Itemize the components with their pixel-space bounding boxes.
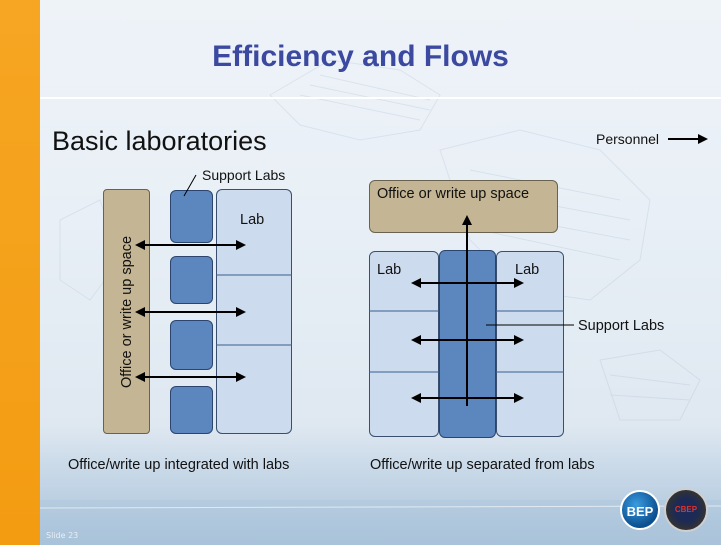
left-lab-label: Lab	[240, 212, 265, 228]
right-caption: Office/write up separated from labs	[370, 457, 595, 473]
left-support-leader	[183, 174, 197, 197]
slide-number: Slide 23	[46, 531, 79, 540]
left-caption: Office/write up integrated with labs	[68, 457, 290, 473]
right-support-labs-label: Support Labs	[578, 318, 665, 334]
left-support-lab-4	[170, 386, 213, 434]
right-lab-right-label: Lab	[515, 262, 540, 278]
left-support-labs-label: Support Labs	[202, 167, 286, 183]
left-support-lab-2	[170, 256, 213, 304]
accent-bar	[0, 0, 40, 545]
slide-subtitle: Basic laboratories	[52, 126, 267, 156]
cbep-logo: CBEP	[664, 488, 708, 532]
title-underline	[40, 97, 721, 99]
bep-logo: BEP	[620, 490, 660, 530]
personnel-legend-label: Personnel	[596, 131, 660, 147]
right-lab-left-label: Lab	[377, 262, 402, 278]
right-office-label: Office or write up space	[377, 186, 530, 202]
left-support-lab-1	[170, 190, 213, 243]
left-support-lab-3	[170, 320, 213, 370]
slide-title: Efficiency and Flows	[212, 40, 509, 73]
